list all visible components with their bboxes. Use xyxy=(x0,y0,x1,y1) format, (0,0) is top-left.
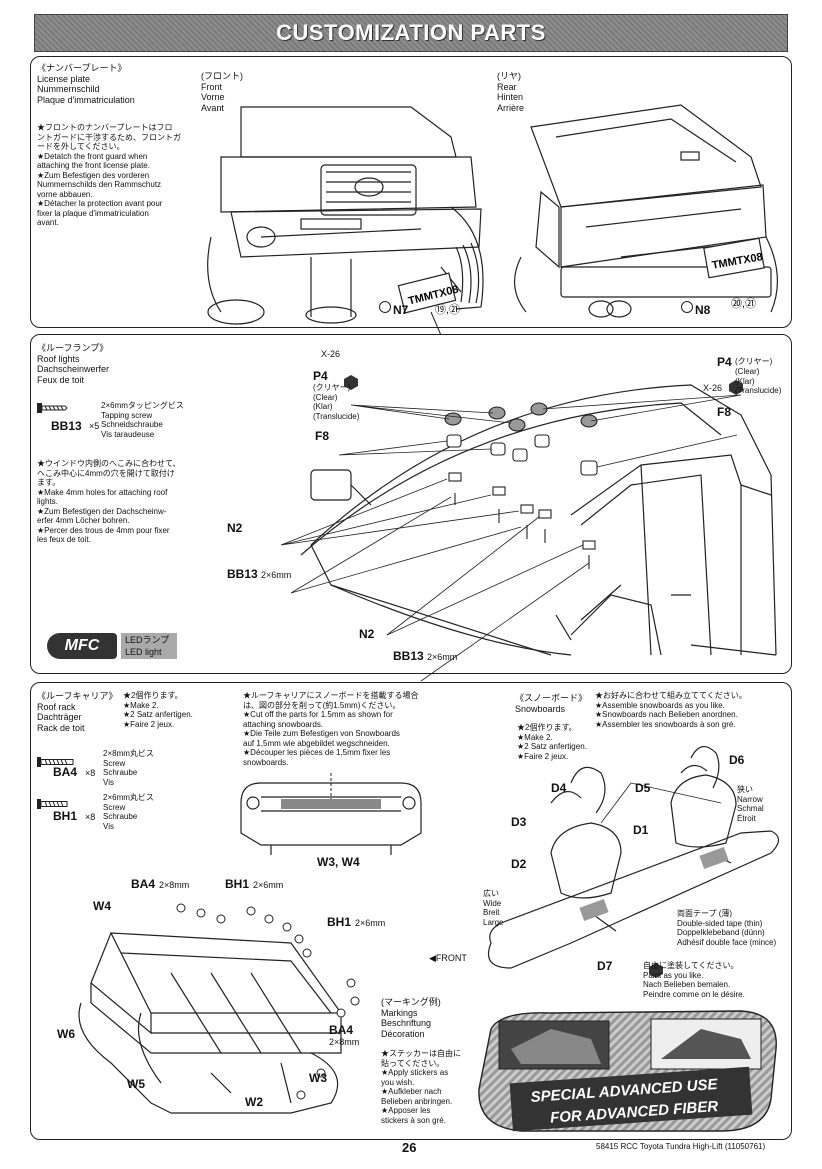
ba4-code: BA4 xyxy=(53,765,78,779)
snowboard-illustration xyxy=(487,746,780,978)
mfc-logo: MFC xyxy=(47,633,117,659)
w3-w4-label: W3, W4 xyxy=(317,855,360,869)
d7-paint-icon xyxy=(649,963,663,978)
p4-label-left: P4 xyxy=(313,369,328,383)
bb13-screw-desc: 2×6mmタッピングビス Tapping screw Schneidschrau… xyxy=(101,401,184,439)
front-label: (フロント) Front Vorne Avant xyxy=(201,71,243,113)
p4-right-desc: (Clear) (Klar) (Translucide) xyxy=(735,367,782,395)
w3-label: W3 xyxy=(309,1071,327,1085)
w4-label: W4 xyxy=(93,899,111,913)
mfc-led-text: LEDランプ LED light xyxy=(121,633,177,659)
roof-rack-assembly-illustration xyxy=(78,903,360,1114)
double-sided-tape-label: 両面テープ (薄) Double-sided tape (thin) Doppe… xyxy=(677,909,777,947)
bh1-quantity: ×8 xyxy=(85,812,96,822)
n7-screw-icon xyxy=(379,301,391,313)
p4-label-right: P4 xyxy=(717,355,732,369)
license-plate-note: ★フロントのナンバープレートはフロ ントガードに干渉するため、フロントガ ードを… xyxy=(37,123,181,227)
w6-label: W6 xyxy=(57,1027,75,1041)
page-header-banner: CUSTOMIZATION PARTS xyxy=(34,14,788,52)
bh1-right-size: 2×6mm xyxy=(355,918,386,928)
bh1-top-label: BH1 xyxy=(225,877,250,891)
w2-label: W2 xyxy=(245,1095,263,1109)
ba4-top-size: 2×8mm xyxy=(159,880,190,890)
rear-truck-illustration: TMMTX08 xyxy=(514,104,779,318)
page-number: 26 xyxy=(402,1140,417,1155)
rear-sticker-numbers: ⑳,㉑ xyxy=(731,298,757,310)
snowboards-title: 《スノーボード》 Snowboards xyxy=(515,693,588,714)
p4-right-suffix: (クリヤー) xyxy=(735,357,773,366)
bb13-label-upper: BB13 xyxy=(227,567,258,581)
d7-label: D7 xyxy=(597,959,613,973)
roof-lights-panel: 《ルーフランプ》 Roof lights Dachscheinwerfer Fe… xyxy=(30,334,792,682)
ba4-right-size: 2×8mm xyxy=(329,1037,360,1047)
bh1-right-label: BH1 xyxy=(327,915,352,929)
roof-light-assemblies xyxy=(444,402,598,569)
snowboards-note: ★お好みに合わせて組み立ててください。 ★Assemble snowboards… xyxy=(595,691,747,729)
d1-label: D1 xyxy=(633,823,649,837)
tapping-screw-icon xyxy=(37,403,68,413)
license-plate-panel: 《ナンバープレート》 License plate Nummernschild P… xyxy=(30,56,792,353)
w5-label: W5 xyxy=(127,1077,145,1091)
ba4-screw-icon xyxy=(37,757,74,767)
p4-left-desc: (クリヤー) (Clear) (Klar) (Translucide) xyxy=(313,383,360,421)
d2-label: D2 xyxy=(511,857,527,871)
ba4-screw-desc: 2×8mm丸ビス Screw Schraube Vis xyxy=(103,749,154,787)
x26-paint-icons xyxy=(344,375,743,395)
bb13-code: BB13 xyxy=(51,419,82,433)
roof-lights-note: ★ウインドウ内側のへこみに合わせて、 へこみ中心に4mmの穴を開けて取付け ます… xyxy=(37,459,181,544)
roof-rack-panel: 《ルーフキャリア》 Roof rack Dachträger Rack de t… xyxy=(30,682,792,1140)
roof-rack-title: 《ルーフキャリア》 Roof rack Dachträger Rack de t… xyxy=(37,691,118,733)
rear-label: (リヤ) Rear Hinten Arrière xyxy=(497,71,525,113)
bh1-code: BH1 xyxy=(53,809,78,823)
n2-label-lower: N2 xyxy=(359,627,375,641)
decorated-snowboard-illustration: SPECIAL ADVANCED USE FOR ADVANCED FIBER xyxy=(478,1010,777,1132)
wide-label: 広い Wide Breit Large xyxy=(483,889,504,927)
stickers-note: ★ステッカーは自由に 貼ってください。 ★Apply stickers as y… xyxy=(381,1049,461,1125)
mfc-led-light-badge: MFC LEDランプ LED light xyxy=(47,633,177,659)
rear-license-plate: TMMTX08 xyxy=(703,237,765,279)
product-code: 58415 RCC Toyota Tundra High-Lift (11050… xyxy=(596,1142,766,1151)
cut-snowboard-note: ★ルーフキャリアにスノーボードを搭載する場合 は、図の部分を削って(約1.5mm… xyxy=(243,691,419,767)
front-sticker-numbers: ⑲,㉑ xyxy=(435,304,461,316)
d3-label: D3 xyxy=(511,815,527,829)
license-plate-title: 《ナンバープレート》 License plate Nummernschild P… xyxy=(37,63,135,105)
d4-label: D4 xyxy=(551,781,567,795)
page-title: CUSTOMIZATION PARTS xyxy=(276,20,546,45)
ba4-right-label: BA4 xyxy=(329,1023,354,1037)
roof-lights-truck-illustration xyxy=(280,375,777,682)
bb13-label-lower: BB13 xyxy=(393,649,424,663)
n2-label-upper: N2 xyxy=(227,521,243,535)
rack-screws xyxy=(176,903,360,1100)
front-arrow-label: ◀FRONT xyxy=(429,953,467,963)
bb13-size-lower: 2×6mm xyxy=(427,652,458,662)
snowboards-make: ★2個作ります。 ★Make 2. ★2 Satz anfertigen. ★F… xyxy=(517,723,587,761)
paint-note: 自由に塗装してください。 Paint as you like. Nach Bel… xyxy=(643,961,745,999)
front-truck-illustration: TMMTX08 xyxy=(207,106,484,353)
ba4-quantity: ×8 xyxy=(85,768,96,778)
bh1-top-size: 2×6mm xyxy=(253,880,284,890)
f8-label-right: F8 xyxy=(717,405,732,419)
d6-label: D6 xyxy=(729,753,745,767)
roof-lights-title: 《ルーフランプ》 Roof lights Dachscheinwerfer Fe… xyxy=(37,343,110,385)
n7-label: N7 xyxy=(393,303,409,317)
x26-label-right: X-26 xyxy=(703,383,723,393)
ba4-top-label: BA4 xyxy=(131,877,156,891)
bh1-screw-desc: 2×6mm丸ビス Screw Schraube Vis xyxy=(103,793,154,831)
f8-label-left: F8 xyxy=(315,429,330,443)
n8-screw-icon xyxy=(681,301,693,313)
narrow-label: 狭い Narrow Schmal Étroit xyxy=(737,785,764,823)
bb13-quantity: ×5 xyxy=(89,421,100,431)
d5-label: D5 xyxy=(635,781,651,795)
roof-rack-make: ★2個作ります。 ★Make 2. ★2 Satz anfertigen. ★F… xyxy=(123,691,193,729)
rack-cut-detail-illustration xyxy=(240,773,422,855)
x26-label-left: X-26 xyxy=(321,349,341,359)
leader-lines xyxy=(280,394,742,682)
n8-label: N8 xyxy=(695,303,711,317)
markings-title: (マーキング例) Markings Beschriftung Décoratio… xyxy=(381,997,441,1039)
bb13-size-upper: 2×6mm xyxy=(261,570,292,580)
bh1-screw-icon xyxy=(37,799,68,809)
